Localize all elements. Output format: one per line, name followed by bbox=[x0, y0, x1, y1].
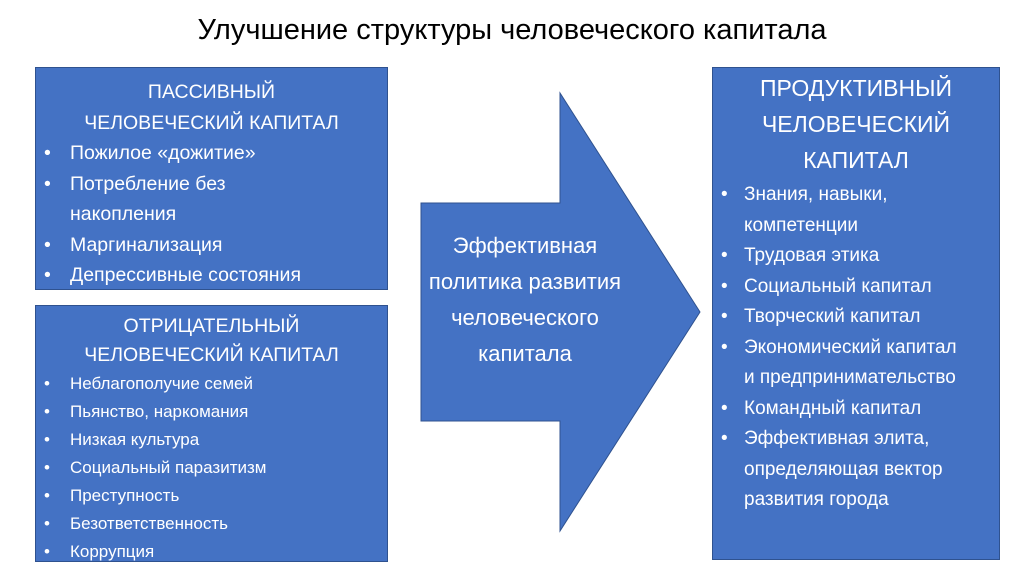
arrow-label: Эффективная политика развития человеческ… bbox=[428, 233, 622, 366]
passive-capital-list: Пожилое «дожитие» Потребление без накопл… bbox=[36, 138, 387, 291]
productive-capital-heading: ПРОДУКТИВНЫЙ ЧЕЛОВЕЧЕСКИЙ КАПИТАЛ bbox=[759, 75, 953, 173]
list-item: Пьянство, наркомания bbox=[36, 398, 387, 426]
list-item: Неблагополучие семей bbox=[36, 370, 387, 398]
list-item: Экономический капитал и предпринимательс… bbox=[713, 333, 999, 394]
list-item: Преступность bbox=[36, 482, 387, 510]
productive-capital-list: Знания, навыки, компетенции Трудовая эти… bbox=[713, 180, 999, 516]
list-item: Пожилое «дожитие» bbox=[36, 138, 387, 169]
list-item: Депрессивные состояния bbox=[36, 260, 387, 291]
passive-capital-heading: ПАССИВНЫЙ ЧЕЛОВЕЧЕСКИЙ КАПИТАЛ bbox=[84, 81, 339, 134]
list-item: Потребление без накопления bbox=[36, 169, 387, 230]
list-item: Маргинализация bbox=[36, 230, 387, 261]
list-item: Коррупция bbox=[36, 538, 387, 566]
list-item: Командный капитал bbox=[713, 394, 999, 425]
slide-title: Улучшение структуры человеческого капита… bbox=[197, 14, 827, 46]
list-item: Эффективная элита, определяющая вектор р… bbox=[713, 424, 999, 516]
list-item: Трудовая этика bbox=[713, 241, 999, 272]
list-item: Социальный капитал bbox=[713, 272, 999, 303]
productive-capital-box: ПРОДУКТИВНЫЙ ЧЕЛОВЕЧЕСКИЙ КАПИТАЛ Знания… bbox=[712, 67, 1000, 560]
negative-capital-list: Неблагополучие семей Пьянство, наркомани… bbox=[36, 370, 387, 566]
list-item: Творческий капитал bbox=[713, 302, 999, 333]
negative-capital-box: ОТРИЦАТЕЛЬНЫЙ ЧЕЛОВЕЧЕСКИЙ КАПИТАЛ Небла… bbox=[35, 305, 388, 566]
list-item: Безответственность bbox=[36, 510, 387, 538]
list-item: Социальный паразитизм bbox=[36, 454, 387, 482]
passive-capital-box: ПАССИВНЫЙ ЧЕЛОВЕЧЕСКИЙ КАПИТАЛ Пожилое «… bbox=[35, 67, 388, 290]
list-item: Знания, навыки, компетенции bbox=[713, 180, 999, 241]
negative-capital-heading: ОТРИЦАТЕЛЬНЫЙ ЧЕЛОВЕЧЕСКИЙ КАПИТАЛ bbox=[84, 315, 339, 366]
list-item: Низкая культура bbox=[36, 426, 387, 454]
